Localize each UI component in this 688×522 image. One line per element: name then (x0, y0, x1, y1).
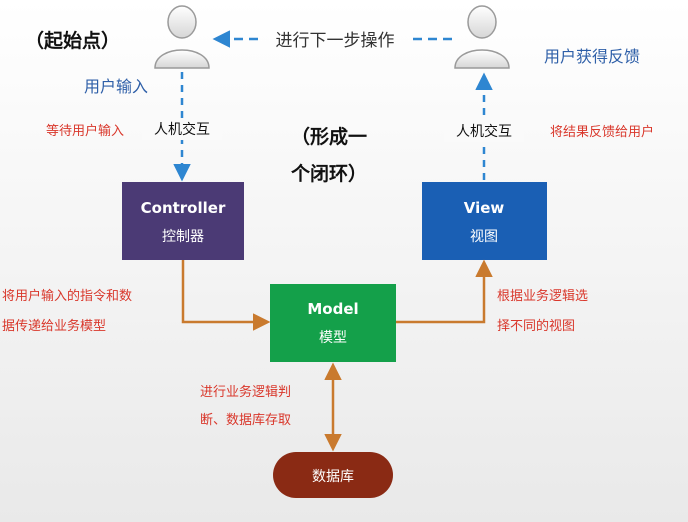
right-hci-label: 人机交互 (456, 123, 512, 140)
right-hci-note: 将结果反馈给用户 (550, 124, 654, 140)
model-db-note-line1: 进行业务逻辑判 (200, 384, 291, 400)
start-label: （起始点） (25, 29, 120, 52)
controller-to-model-arrow (181, 260, 271, 331)
model-db-note-line2: 断、数据库存取 (200, 412, 291, 428)
user-feedback-label: 用户获得反馈 (544, 47, 640, 66)
user-icon-right (454, 5, 510, 69)
left-hci-label: 人机交互 (154, 121, 210, 138)
database-label: 数据库 (312, 469, 354, 485)
view-box[interactable]: View 视图 (422, 182, 547, 260)
model-view-note-line2: 择不同的视图 (497, 318, 575, 334)
controller-title: Controller (141, 199, 226, 217)
view-subtitle: 视图 (470, 229, 498, 245)
loop-note-line2: 个闭环） (290, 162, 367, 185)
model-box[interactable]: Model 模型 (270, 284, 396, 362)
loop-note-line1: （形成一 (291, 125, 367, 148)
model-subtitle: 模型 (319, 330, 347, 346)
model-view-note-line1: 根据业务逻辑选 (497, 288, 588, 304)
ctrl-model-note-line1: 将用户输入的指令和数 (2, 288, 132, 304)
top-flow-label: 进行下一步操作 (276, 31, 395, 51)
model-to-view-arrow (396, 259, 493, 324)
model-title: Model (307, 300, 358, 318)
user-input-label: 用户输入 (84, 77, 148, 96)
view-title: View (464, 199, 505, 217)
left-hci-bg (142, 118, 222, 140)
controller-box[interactable]: Controller 控制器 (122, 182, 244, 260)
left-hci-note: 等待用户输入 (46, 123, 124, 139)
right-hci-bg (444, 120, 524, 142)
database-node[interactable]: 数据库 (273, 452, 393, 498)
controller-subtitle: 控制器 (162, 229, 204, 245)
ctrl-model-note-line2: 据传递给业务模型 (2, 318, 106, 334)
user-icon-left (154, 5, 210, 69)
